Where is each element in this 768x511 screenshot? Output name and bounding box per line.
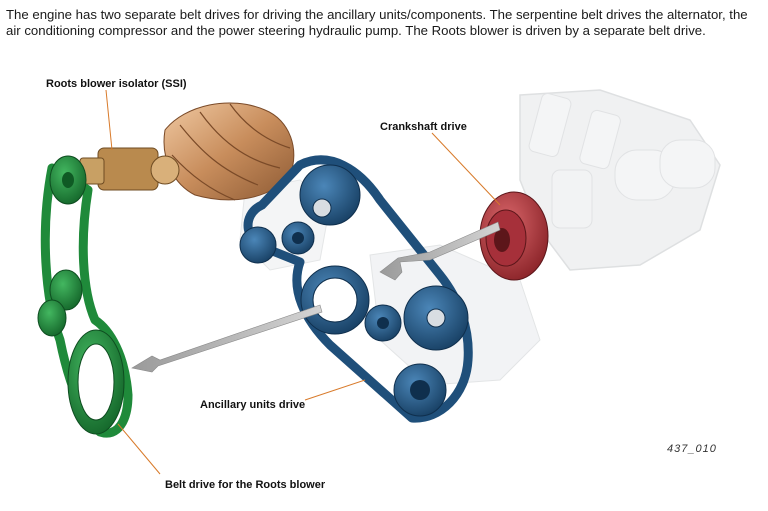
label-roots-blower-isolator: Roots blower isolator (SSI) xyxy=(46,78,187,90)
label-crankshaft-drive: Crankshaft drive xyxy=(380,121,467,133)
ancillary-serpentine-belt xyxy=(239,155,473,423)
figure-reference: 437_010 xyxy=(667,443,717,455)
roots-blower-belt xyxy=(37,155,133,438)
crankshaft-pulley xyxy=(479,191,549,281)
label-ancillary-units-drive: Ancillary units drive xyxy=(200,399,306,411)
roots-blower-rotor xyxy=(79,102,295,201)
label-belt-drive-roots-blower: Belt drive for the Roots blower xyxy=(165,479,326,491)
intro-text: The engine has two separate belt drives … xyxy=(6,7,748,38)
drive-direction-arrows xyxy=(131,221,501,373)
leader-lines xyxy=(105,89,501,475)
